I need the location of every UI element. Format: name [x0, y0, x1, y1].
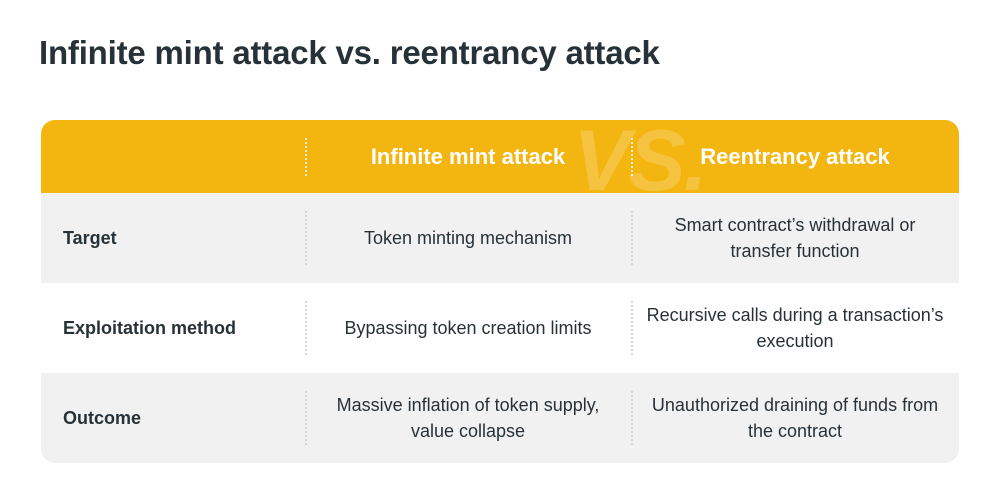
cell-reentrancy: Smart contract’s withdrawal or transfer …: [631, 193, 959, 283]
column-header-infinite-mint: Infinite mint attack: [370, 143, 566, 169]
cell-infinite-mint: Massive inflation of token supply, value…: [305, 373, 631, 463]
column-divider: [631, 211, 633, 265]
column-divider: [305, 391, 307, 445]
column-divider: [631, 391, 633, 445]
cell-text: Recursive calls during a transaction’s e…: [646, 305, 944, 351]
row-label: Target: [63, 227, 117, 248]
table-row-outcome: Outcome Massive inflation of token suppl…: [41, 373, 959, 463]
column-divider: [305, 301, 307, 355]
cell-reentrancy: Unauthorized draining of funds from the …: [631, 373, 959, 463]
column-divider: [631, 301, 633, 355]
row-label: Outcome: [63, 407, 142, 428]
cell-text: Unauthorized draining of funds from the …: [651, 395, 939, 441]
cell-text: Massive inflation of token supply, value…: [336, 395, 600, 441]
page-title: Infinite mint attack vs. reentrancy atta…: [39, 34, 660, 71]
column-divider: [305, 211, 307, 265]
cell-text: Bypassing token creation limits: [344, 318, 592, 338]
column-header-reentrancy: Reentrancy attack: [700, 143, 890, 169]
row-label: Exploitation method: [63, 317, 236, 338]
table-row-target: Target Token minting mechanism Smart con…: [41, 193, 959, 283]
cell-text: Smart contract’s withdrawal or transfer …: [674, 215, 916, 261]
cell-text: Token minting mechanism: [363, 228, 573, 248]
table-header: VS. Infinite mint attack Reentrancy atta…: [41, 120, 959, 193]
comparison-table: VS. Infinite mint attack Reentrancy atta…: [41, 120, 959, 463]
cell-infinite-mint: Token minting mechanism: [305, 193, 631, 283]
vs-watermark: VS.: [573, 120, 708, 193]
table-row-exploitation-method: Exploitation method Bypassing token crea…: [41, 283, 959, 373]
cell-infinite-mint: Bypassing token creation limits: [305, 283, 631, 373]
cell-reentrancy: Recursive calls during a transaction’s e…: [631, 283, 959, 373]
column-divider: [305, 138, 307, 176]
column-divider: [631, 138, 633, 176]
